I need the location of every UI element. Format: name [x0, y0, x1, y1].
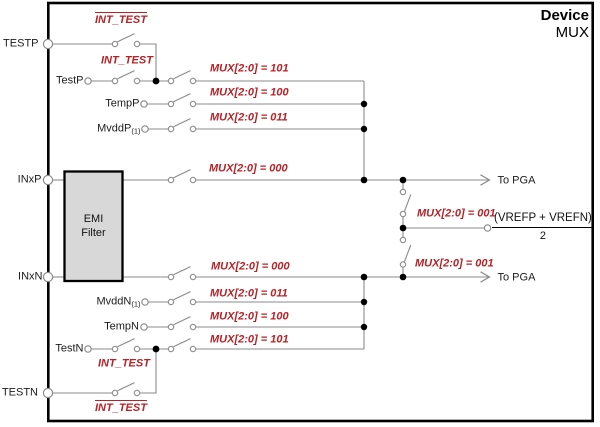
wire-testp-ext-elbow	[139, 43, 157, 78]
wire-testn-ext-elbow	[139, 352, 157, 394]
terminal-inxp	[42, 174, 54, 186]
vref-midpoint-expression: (VREFP + VREFN) 2	[492, 212, 594, 242]
mux-label-vref001-bottom: MUX[2:0] = 001	[415, 257, 494, 269]
blade-testn-ext	[117, 382, 135, 392]
pin-label-testn-ext: TESTN	[1, 386, 38, 399]
int-test-top-label: INT_TEST	[101, 54, 153, 67]
terminal-inxn	[42, 271, 54, 283]
mux-label-vref001-top: MUX[2:0] = 001	[417, 207, 496, 220]
int-test-bottom-label: INT_TEST	[98, 357, 150, 370]
terminal-tempp	[140, 100, 148, 108]
blade-tempn-mux	[173, 316, 191, 326]
int-test-bar-bottom-label: INT_TEST	[95, 400, 147, 414]
mux-label-p101: MUX[2:0] = 101	[210, 62, 289, 75]
pin-label-mvddp: MvddP(1)	[97, 122, 141, 136]
blade-testn-int	[117, 338, 135, 348]
pin-label-testn: TestN	[55, 342, 84, 355]
blade-testp-ext	[117, 33, 135, 43]
blade-testp-mux	[173, 70, 191, 80]
terminal-testp-ext	[42, 38, 54, 50]
mux-label-p011: MUX[2:0] = 011	[210, 111, 288, 123]
switch-contacts	[111, 40, 407, 397]
terminal-mvddn	[141, 298, 149, 306]
emi-filter-label: EMI Filter	[81, 213, 106, 239]
blade-inxp-mux	[173, 169, 191, 179]
to-pga-top-label: To PGA	[497, 174, 536, 186]
to-pga-bottom-label: To PGA	[497, 271, 536, 283]
mux-label-n011: MUX[2:0] = 011	[210, 287, 288, 299]
arrow-to-pga-bottom	[480, 271, 491, 283]
pin-label-inxn: INxN	[18, 270, 43, 283]
terminal-tempn	[140, 323, 148, 331]
arrow-to-pga-top	[480, 174, 491, 186]
terminal-vref-out	[483, 224, 492, 232]
switch-blades	[117, 33, 412, 392]
pin-label-mvddn: MvddN(1)	[96, 295, 141, 309]
blade-mvddn-mux	[173, 291, 191, 301]
vref-denominator: 2	[539, 229, 546, 242]
int-test-bar-top-label: INT_TEST	[95, 12, 147, 26]
wires	[52, 43, 489, 394]
blade-testp-int	[117, 70, 135, 80]
blade-tempp-mux	[173, 93, 191, 103]
pin-label-testp: TestP	[55, 74, 84, 87]
pin-label-testp-ext: TESTP	[3, 37, 39, 50]
blade-vref-bot	[403, 244, 412, 263]
mux-label-p000: MUX[2:0] = 000	[209, 162, 288, 174]
terminal-mvddp	[141, 125, 149, 133]
pin-label-tempp: TempP	[105, 97, 140, 110]
device-title-block: Device MUX	[541, 7, 589, 41]
terminal-testp	[84, 77, 92, 85]
blade-inxn-mux	[173, 266, 191, 276]
mvddn-footnote: (1)	[131, 299, 141, 309]
mux-label-p100: MUX[2:0] = 100	[210, 86, 289, 99]
mux-label-n101: MUX[2:0] = 101	[210, 333, 289, 345]
blade-vref-top	[403, 194, 412, 212]
terminal-testn-ext	[42, 387, 54, 399]
emi-filter-box	[63, 170, 124, 283]
vref-numerator: (VREFP + VREFN)	[492, 212, 594, 228]
blade-mvddp-mux	[173, 118, 191, 128]
device-subtitle: MUX	[555, 24, 589, 41]
pin-label-tempn: TempN	[104, 320, 139, 333]
blade-testn-mux	[173, 338, 191, 348]
mux-label-n000: MUX[2:0] = 000	[211, 260, 290, 273]
device-outline	[46, 1, 595, 423]
pin-label-inxp: INxP	[17, 173, 42, 186]
junction-dots	[152, 77, 407, 353]
terminal-testn	[84, 345, 92, 353]
mux-label-n100: MUX[2:0] = 100	[210, 310, 289, 323]
mvddp-footnote: (1)	[131, 126, 141, 136]
device-title: Device	[540, 7, 589, 24]
terminals	[42, 38, 492, 399]
arrows	[480, 174, 491, 283]
